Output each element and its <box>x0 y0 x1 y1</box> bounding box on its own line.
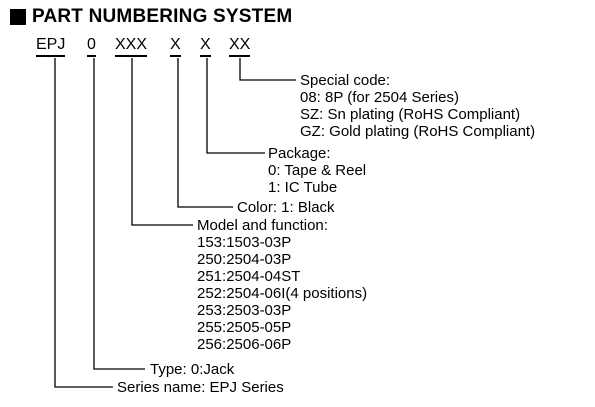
leader-series <box>54 58 113 388</box>
leader-package <box>206 58 265 154</box>
series-description: Series name: EPJ Series <box>117 379 284 396</box>
special-code-title: Special code: <box>300 72 391 89</box>
section-heading: PART NUMBERING SYSTEM <box>10 6 292 28</box>
code-package-underline <box>200 55 211 57</box>
model-line: 250:2504-03P <box>197 251 292 268</box>
leader-model <box>131 58 193 226</box>
color-description: Color: 1: Black <box>237 199 335 216</box>
series-title: Series name: EPJ Series <box>117 379 284 396</box>
color-title: Color: 1: Black <box>237 199 335 216</box>
leader-color <box>177 58 233 208</box>
model-line: 253:2503-03P <box>197 302 292 319</box>
code-package-text: X <box>200 36 211 53</box>
model-line: 256:2506-06P <box>197 336 292 353</box>
leader-special <box>239 58 296 81</box>
model-line: 255:2505-05P <box>197 319 292 336</box>
code-color: X <box>170 36 181 57</box>
code-type: 0 <box>87 36 96 57</box>
model-title: Model and function: <box>197 217 328 234</box>
code-type-underline <box>87 55 96 57</box>
heading-text: PART NUMBERING SYSTEM <box>32 6 293 27</box>
special-code-description: Special code: 08: 8P (for 2504 Series) S… <box>300 72 535 140</box>
code-series-underline <box>36 55 66 57</box>
package-title: Package: <box>268 145 331 162</box>
code-model-text: XXX <box>115 36 148 53</box>
type-title: Type: 0:Jack <box>150 361 235 378</box>
special-code-line: SZ: Sn plating (RoHS Compliant) <box>300 106 521 123</box>
code-model-underline <box>115 55 148 57</box>
model-line: 251:2504-04ST <box>197 268 301 285</box>
code-special-text: XX <box>229 36 251 53</box>
code-series: EPJ <box>36 36 66 57</box>
code-type-text: 0 <box>87 36 96 53</box>
special-code-line: 08: 8P (for 2504 Series) <box>300 89 459 106</box>
code-color-text: X <box>170 36 181 53</box>
code-model: XXX <box>115 36 148 57</box>
model-line: 153:1503-03P <box>197 234 292 251</box>
code-series-text: EPJ <box>36 36 66 53</box>
package-line: 1: IC Tube <box>268 179 338 196</box>
code-special: XX <box>229 36 251 57</box>
special-code-line: GZ: Gold plating (RoHS Compliant) <box>300 123 536 140</box>
code-special-underline <box>229 55 251 57</box>
package-description: Package: 0: Tape & Reel 1: IC Tube <box>268 145 366 196</box>
model-description: Model and function: 153:1503-03P 250:250… <box>197 217 367 353</box>
code-color-underline <box>170 55 181 57</box>
leader-type <box>93 58 145 370</box>
square-bullet-icon <box>10 9 26 25</box>
type-description: Type: 0:Jack <box>150 361 234 378</box>
model-line: 252:2504-06I(4 positions) <box>197 285 368 302</box>
code-package: X <box>200 36 211 57</box>
package-line: 0: Tape & Reel <box>268 162 367 179</box>
